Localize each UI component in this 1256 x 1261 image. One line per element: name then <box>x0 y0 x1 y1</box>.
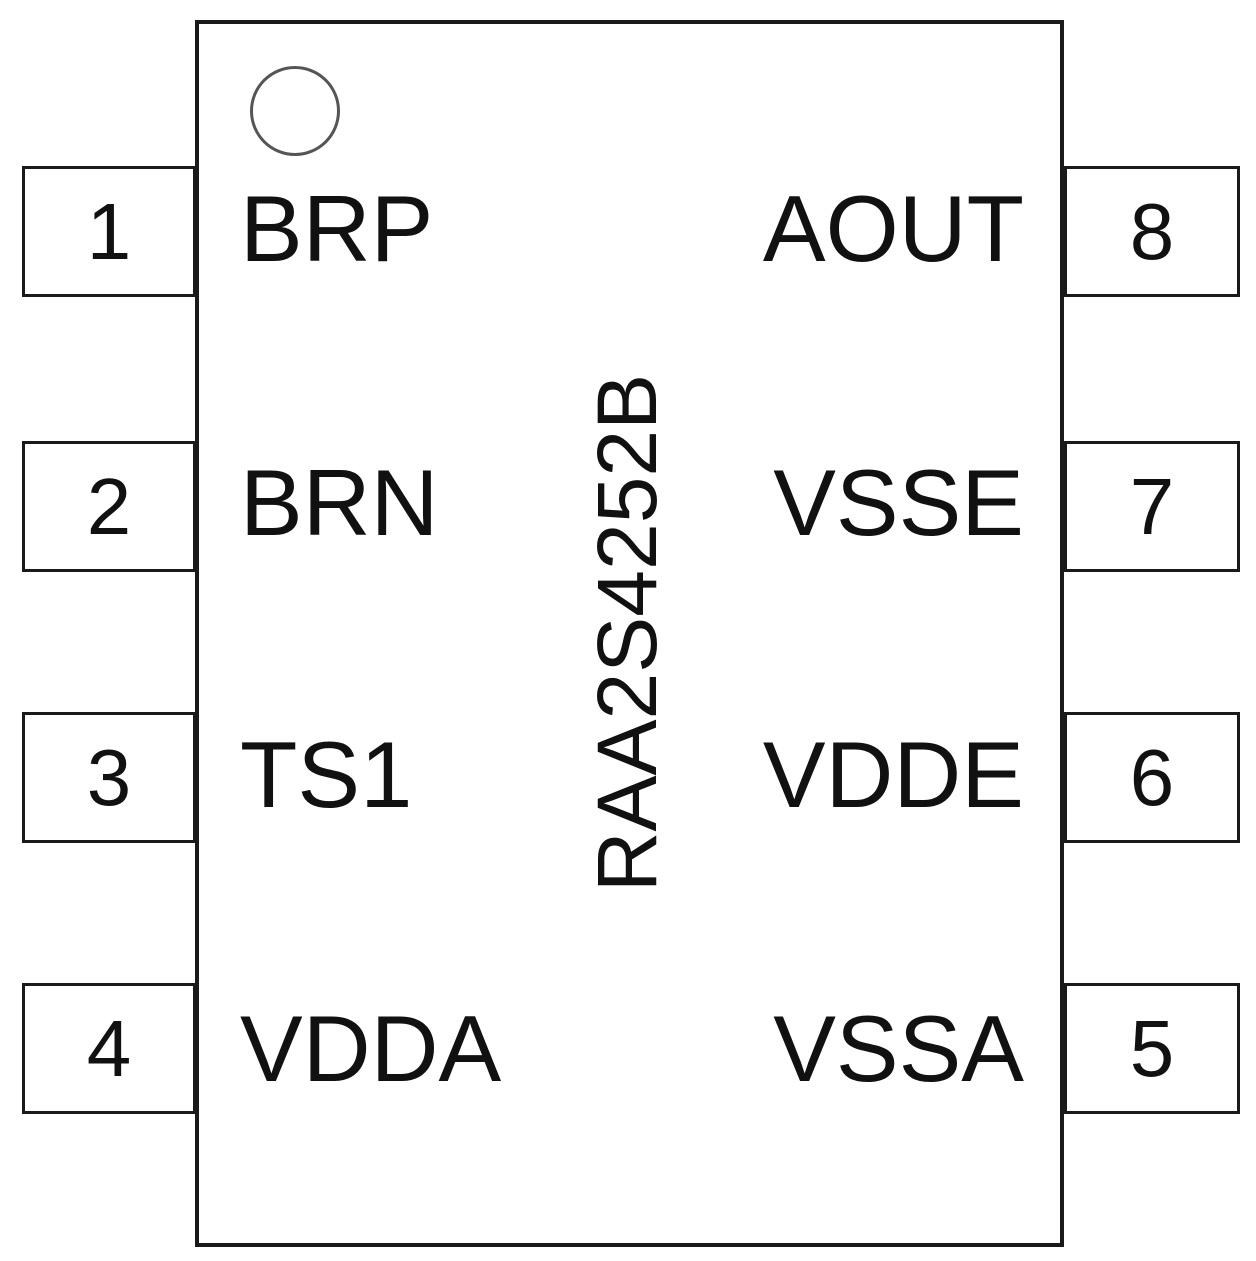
pin-box-2: 2 <box>22 441 196 572</box>
pin-number: 7 <box>1129 461 1175 551</box>
pin-number: 1 <box>86 186 132 276</box>
pin-box-5: 5 <box>1064 983 1240 1114</box>
pin-label-ts1: TS1 <box>240 722 413 827</box>
pin-number: 3 <box>86 732 132 822</box>
pin-box-3: 3 <box>22 712 196 843</box>
pin-label-brn: BRN <box>240 450 439 555</box>
chip-package-body <box>195 20 1064 1247</box>
pin-box-6: 6 <box>1064 712 1240 843</box>
pin-box-8: 8 <box>1064 166 1240 297</box>
pin-box-7: 7 <box>1064 441 1240 572</box>
pin-number: 8 <box>1129 186 1175 276</box>
pin-number: 6 <box>1129 732 1175 822</box>
pin-number: 5 <box>1129 1003 1175 1093</box>
pin1-indicator-circle <box>250 66 340 156</box>
pin-number: 2 <box>86 461 132 551</box>
part-number-label: RAA2S4252B <box>580 373 674 893</box>
pin-label-vdda: VDDA <box>240 996 502 1101</box>
pin-label-aout: AOUT <box>762 176 1024 281</box>
pin-label-vsse: VSSE <box>773 450 1024 555</box>
pin-label-vssa: VSSA <box>773 996 1024 1101</box>
pin-label-vdde: VDDE <box>762 722 1024 827</box>
pin-label-brp: BRP <box>240 176 434 281</box>
pin-box-4: 4 <box>22 983 196 1114</box>
pin-number: 4 <box>86 1003 132 1093</box>
pin-box-1: 1 <box>22 166 196 297</box>
